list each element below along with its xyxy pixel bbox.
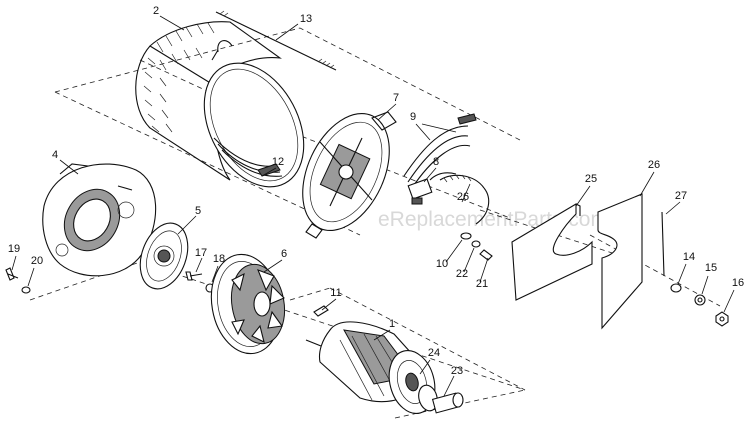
part-8-brush-holder bbox=[407, 172, 457, 205]
callout-c19: 19 bbox=[8, 243, 20, 255]
callout-c15: 15 bbox=[705, 262, 717, 274]
callout-c26b: 26 bbox=[457, 191, 469, 203]
hardware-19-20 bbox=[5, 267, 31, 294]
callout-c6: 6 bbox=[281, 248, 287, 260]
hardware-23-24 bbox=[418, 384, 464, 414]
callout-c22: 22 bbox=[456, 268, 468, 280]
callout-c20: 20 bbox=[31, 255, 43, 267]
callout-c2: 2 bbox=[153, 5, 159, 17]
callout-c7: 7 bbox=[393, 92, 399, 104]
callout-c23: 23 bbox=[451, 365, 463, 377]
part-12-lead-wires bbox=[213, 137, 283, 177]
callout-c10: 10 bbox=[436, 258, 448, 270]
callout-c13: 13 bbox=[300, 13, 312, 25]
part-2-stator-housing bbox=[135, 21, 305, 188]
part-1-rotor bbox=[305, 321, 436, 414]
callout-c16: 16 bbox=[732, 277, 744, 289]
part-4-engine-adapter bbox=[42, 163, 157, 277]
hardware-14-15-16 bbox=[670, 283, 729, 327]
callout-c1: 1 bbox=[389, 318, 395, 330]
callout-c26a: 26 bbox=[648, 159, 660, 171]
callout-c12: 12 bbox=[272, 156, 284, 168]
callout-c27: 27 bbox=[675, 190, 687, 202]
callout-c24: 24 bbox=[428, 347, 440, 359]
callout-c25: 25 bbox=[585, 173, 597, 185]
part-9-wire-harness bbox=[403, 113, 477, 189]
callout-c8: 8 bbox=[433, 156, 439, 168]
callout-c4: 4 bbox=[52, 149, 58, 161]
part-13-through-bolt bbox=[215, 10, 337, 71]
callout-c11: 11 bbox=[330, 287, 341, 299]
part-27-rod bbox=[661, 211, 665, 277]
callout-c17: 17 bbox=[195, 247, 207, 259]
part-5-flex-plate bbox=[139, 222, 189, 290]
callout-c5: 5 bbox=[195, 205, 201, 217]
callout-c18: 18 bbox=[213, 253, 225, 265]
leader-lines bbox=[11, 15, 735, 397]
housing-vent-slots bbox=[143, 22, 215, 133]
part-6-cooling-fan bbox=[210, 253, 286, 355]
part-26-wire-coil bbox=[439, 174, 490, 225]
hardware-10-22-21 bbox=[460, 232, 493, 261]
part-7-rear-bearing-carrier bbox=[302, 111, 397, 239]
part-11-key bbox=[313, 305, 329, 317]
callout-c14: 14 bbox=[683, 251, 695, 263]
callout-c9: 9 bbox=[410, 111, 416, 123]
part-26-end-cover bbox=[597, 193, 643, 330]
callout-c21: 21 bbox=[476, 278, 488, 290]
